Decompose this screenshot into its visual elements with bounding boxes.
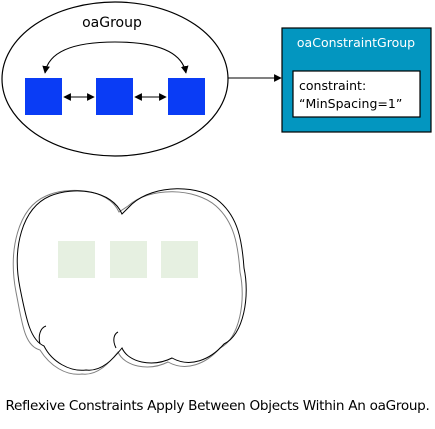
object-box-left bbox=[25, 78, 62, 115]
cloud-inner-stroke-right bbox=[113, 331, 119, 349]
faded-object-right bbox=[161, 241, 198, 278]
cloud-outline-main bbox=[16, 188, 247, 371]
cloud-inner-stroke-left bbox=[38, 325, 47, 345]
constraint-box bbox=[292, 70, 421, 118]
cloud-outline-shadow bbox=[12, 189, 243, 375]
faded-object-left bbox=[58, 241, 95, 278]
constraint-line-1: constraint: bbox=[299, 78, 366, 93]
object-box-middle bbox=[96, 78, 133, 115]
figure-caption: Reflexive Constraints Apply Between Obje… bbox=[5, 398, 430, 414]
cloud-outline bbox=[12, 188, 247, 375]
object-box-right bbox=[168, 78, 205, 115]
faded-object-middle bbox=[110, 241, 147, 278]
constraint-group-title: oaConstraintGroup bbox=[297, 35, 415, 50]
oagroup-label: oaGroup bbox=[82, 15, 142, 31]
constraint-line-2: “MinSpacing=1” bbox=[299, 96, 402, 111]
reflexive-arc-arrow bbox=[42, 41, 189, 74]
